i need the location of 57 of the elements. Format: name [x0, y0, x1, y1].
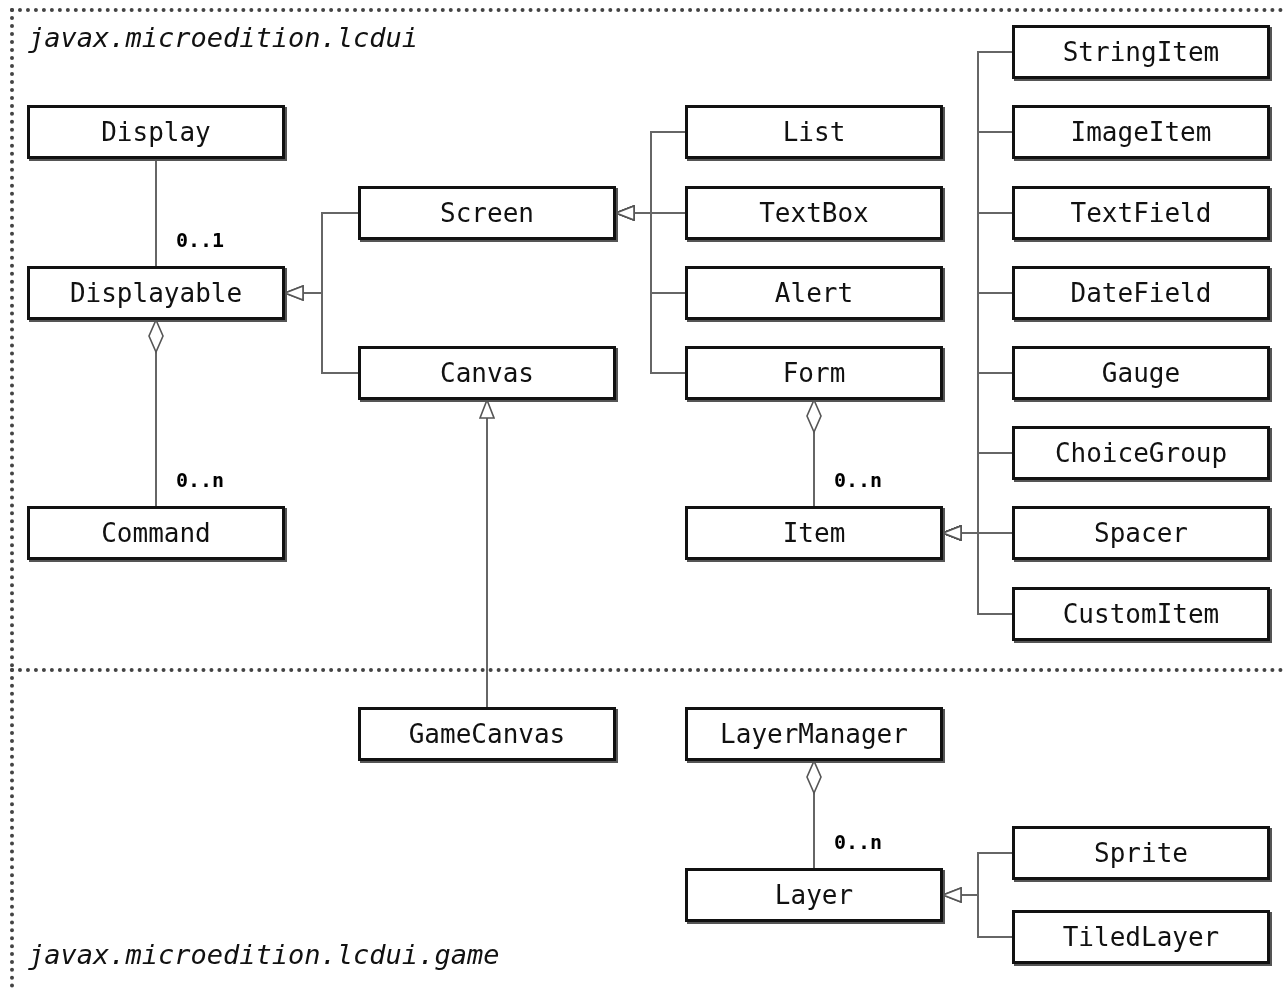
- generalization-arrow: [479, 399, 495, 708]
- class-name: Canvas: [440, 358, 534, 388]
- class-name: Form: [782, 358, 846, 388]
- aggregation-line: [148, 319, 164, 507]
- class-name: TextField: [1070, 198, 1212, 228]
- class-name: ChoiceGroup: [1054, 438, 1228, 468]
- generalization-arrow: [284, 285, 359, 374]
- class-name: GameCanvas: [408, 719, 566, 749]
- class-box: [1012, 587, 1270, 641]
- class-name: Command: [101, 518, 211, 548]
- class-box: [1012, 186, 1270, 240]
- association-line: [155, 158, 157, 267]
- class-box: [358, 346, 616, 400]
- class-box: [685, 506, 943, 560]
- class-name: Display: [101, 117, 211, 147]
- class-box: [27, 105, 285, 159]
- class-box: [358, 707, 616, 761]
- class-box: [27, 506, 285, 560]
- class-name: ImageItem: [1070, 117, 1212, 147]
- class-box: [685, 868, 943, 922]
- aggregation-line: [806, 760, 822, 869]
- generalization-arrow: [942, 887, 1013, 938]
- class-box: [27, 266, 285, 320]
- class-name: Item: [782, 518, 846, 548]
- class-box: [358, 186, 616, 240]
- class-box: [1012, 266, 1270, 320]
- class-name: Spacer: [1094, 518, 1188, 548]
- class-box: [1012, 910, 1270, 964]
- class-name: Displayable: [69, 278, 243, 308]
- class-name: TiledLayer: [1062, 922, 1220, 952]
- class-box: [1012, 346, 1270, 400]
- class-box: [1012, 25, 1270, 79]
- class-box: [685, 105, 943, 159]
- class-box: [685, 707, 943, 761]
- package-frame: [10, 668, 1284, 988]
- class-box: [685, 266, 943, 320]
- class-name: StringItem: [1062, 37, 1220, 67]
- class-box: [1012, 826, 1270, 880]
- class-box: [685, 186, 943, 240]
- class-box: [1012, 105, 1270, 159]
- class-name: Sprite: [1094, 838, 1188, 868]
- class-box: [1012, 426, 1270, 480]
- class-box: [685, 346, 943, 400]
- class-name: Layer: [774, 880, 854, 910]
- package-name: javax.microedition.lcdui: [28, 22, 419, 53]
- class-name: Screen: [440, 198, 534, 228]
- class-box: [1012, 506, 1270, 560]
- package-frame: [10, 8, 1284, 668]
- class-name: Gauge: [1101, 358, 1181, 388]
- class-name: DateField: [1070, 278, 1212, 308]
- class-name: Alert: [774, 278, 854, 308]
- class-name: LayerManager: [720, 719, 908, 749]
- aggregation-line: [806, 399, 822, 507]
- class-name: TextBox: [759, 198, 869, 228]
- class-name: CustomItem: [1062, 599, 1220, 629]
- package-name: javax.microedition.lcdui.game: [28, 939, 500, 970]
- class-name: List: [782, 117, 846, 147]
